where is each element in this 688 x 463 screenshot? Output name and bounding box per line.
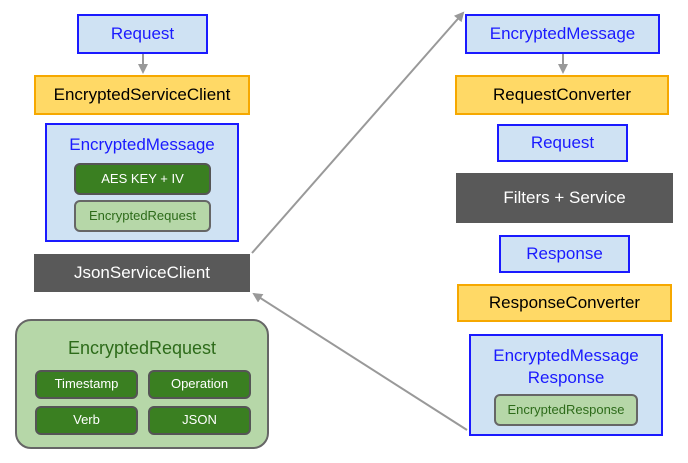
request-label: Request <box>110 24 175 44</box>
json-box: JSON <box>148 406 251 435</box>
filters-service-label: Filters + Service <box>503 188 626 208</box>
encrypted-message-box: EncryptedMessage <box>465 14 660 54</box>
response-converter-label: ResponseConverter <box>488 293 641 313</box>
response-box: Response <box>499 235 630 273</box>
json-service-client-label: JsonServiceClient <box>73 263 211 283</box>
verb-label: Verb <box>73 412 100 428</box>
encrypted-response-chip: EncryptedResponse <box>494 394 638 426</box>
request-box: Request <box>77 14 208 54</box>
encrypted-request-chip: EncryptedRequest <box>74 200 211 232</box>
request-server-label: Request <box>530 133 595 153</box>
json-service-client-box: JsonServiceClient <box>34 254 250 292</box>
aes-key-iv-box: AES KEY + IV <box>74 163 211 195</box>
request-server-box: Request <box>497 124 628 162</box>
response-label: Response <box>526 244 603 264</box>
filters-service-box: Filters + Service <box>456 173 673 223</box>
aes-key-iv-label: AES KEY + IV <box>101 170 184 186</box>
encrypted-message-response-title-line2: Response <box>527 368 605 387</box>
arrow-response-to-client <box>252 292 468 431</box>
operation-label: Operation <box>170 376 229 392</box>
encrypted-message-label: EncryptedMessage <box>489 24 636 44</box>
encrypted-message-response-panel: EncryptedMessage Response EncryptedRespo… <box>469 334 663 436</box>
response-converter-box: ResponseConverter <box>457 284 672 322</box>
json-label: JSON <box>182 412 217 428</box>
encrypted-message-title: EncryptedMessage <box>69 135 215 154</box>
encrypted-message-panel: EncryptedMessage AES KEY + IV EncryptedR… <box>45 123 239 242</box>
encrypted-request-panel-title: EncryptedRequest <box>67 338 217 358</box>
encrypted-request-chip-label: EncryptedRequest <box>89 207 196 223</box>
encrypted-service-client-box: EncryptedServiceClient <box>34 75 250 115</box>
timestamp-label: Timestamp <box>54 376 119 392</box>
encrypted-service-client-label: EncryptedServiceClient <box>53 85 231 105</box>
request-converter-box: RequestConverter <box>455 75 669 115</box>
request-converter-label: RequestConverter <box>493 85 631 105</box>
encrypted-response-chip-label: EncryptedResponse <box>507 401 625 417</box>
encrypted-request-panel: EncryptedRequest Timestamp Operation Ver… <box>15 319 269 449</box>
operation-box: Operation <box>148 370 251 399</box>
arrow-client-to-encrypted-message <box>251 11 465 254</box>
verb-box: Verb <box>35 406 138 435</box>
encrypted-message-response-title-line1: EncryptedMessage <box>493 346 639 365</box>
timestamp-box: Timestamp <box>35 370 138 399</box>
